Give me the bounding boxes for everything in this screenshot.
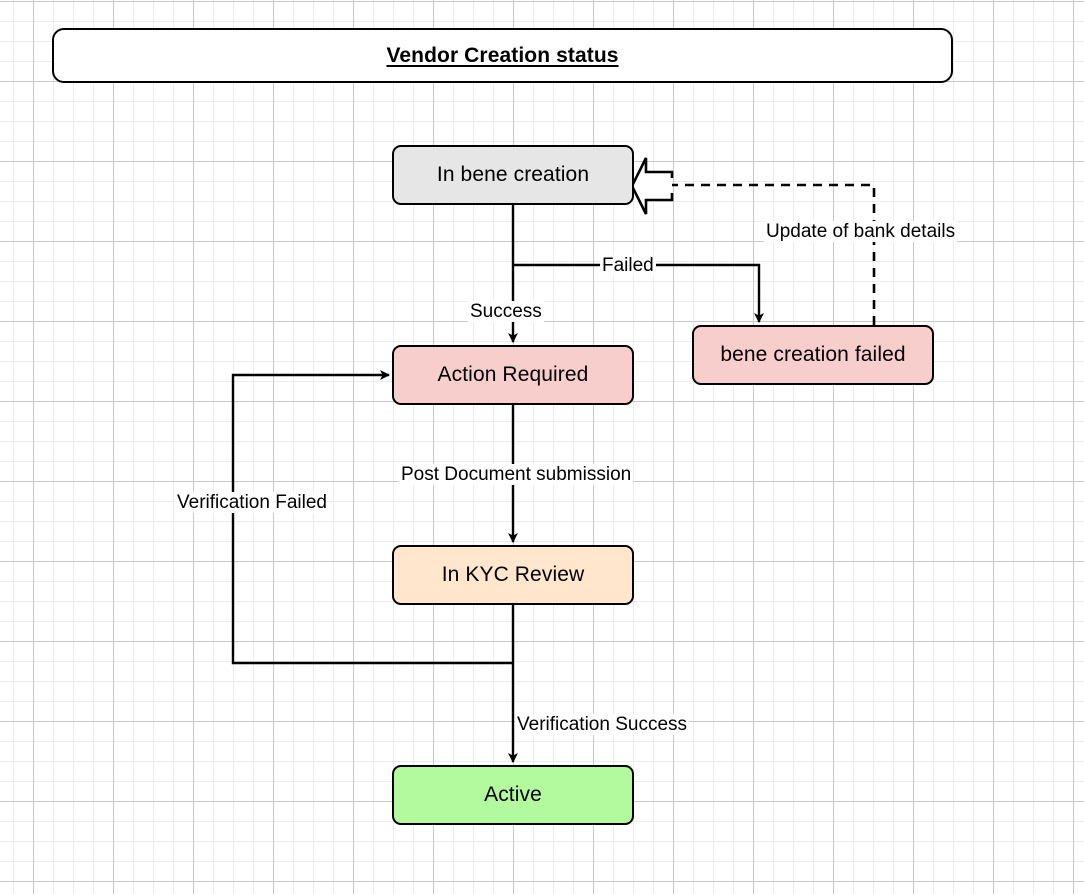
page-title: Vendor Creation status (386, 43, 619, 67)
node-bene-creation-failed[interactable]: bene creation failed (692, 325, 934, 385)
diagram-title-box: Vendor Creation status (52, 28, 953, 83)
edge-label-verification-failed: Verification Failed (175, 492, 329, 513)
edge-label-post-document-submission: Post Document submission (399, 464, 634, 485)
edge-verification-failed (231, 370, 513, 665)
node-label: In KYC Review (441, 563, 585, 587)
node-action-required[interactable]: Action Required (392, 345, 634, 405)
node-in-kyc-review[interactable]: In KYC Review (392, 545, 634, 605)
edge-label-failed: Failed (600, 255, 656, 276)
edge-label-success: Success (468, 301, 544, 322)
edge-label-update-of-bank-details: Update of bank details (764, 221, 958, 242)
node-in-bene-creation[interactable]: In bene creation (392, 145, 634, 205)
edge-label-verification-success: Verification Success (515, 714, 690, 735)
node-active[interactable]: Active (392, 765, 634, 825)
node-label: In bene creation (436, 163, 590, 187)
node-label: Active (484, 783, 542, 807)
node-label: bene creation failed (720, 343, 906, 367)
node-label: Action Required (437, 363, 589, 387)
